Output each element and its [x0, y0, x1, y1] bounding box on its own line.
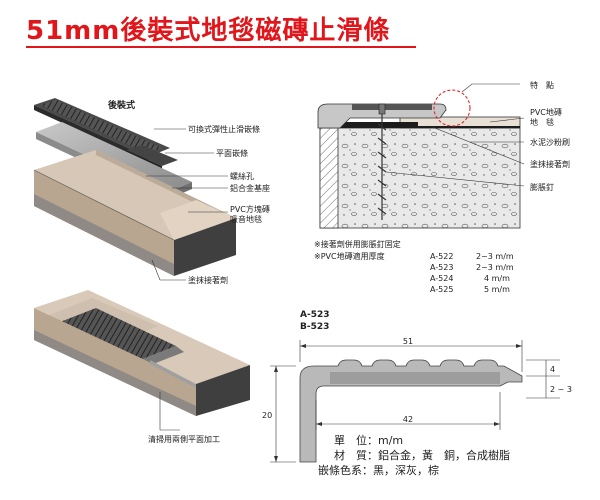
- dimension-arrows: [274, 344, 522, 462]
- thickness-value-1: 2~3 m/m: [476, 252, 514, 261]
- section-callouts: [385, 83, 525, 187]
- thickness-value-3: 4 m/m: [484, 274, 510, 283]
- note-thickness: ※PVC地磚適用厚度: [314, 251, 385, 261]
- thickness-table: A-522 2~3 m/m A-523 2~3 m/m A-524 4 m/m …: [430, 252, 514, 294]
- specs: 單 位：m/m 材 質：鋁合金，黃 銅，合成樹脂 嵌條色系：黑，深灰，棕: [318, 433, 510, 477]
- thickness-model-4: A-525: [430, 285, 453, 294]
- cross-section: 特 點 PVC地磚 地 毯 水泥沙粉刷 塗抹接著劑 膨脹釘 ※接著劑併用膨脹釘固…: [314, 80, 570, 294]
- model-a: A-523: [300, 310, 330, 320]
- label-tile-line2: 吸音地毯: [230, 214, 262, 224]
- exploded-view: 後裝式: [33, 98, 272, 285]
- label-pvc-tile: PVC地磚 地 毯: [530, 107, 564, 127]
- exploded-callouts: [146, 128, 228, 281]
- spec-unit: 單 位：m/m: [334, 433, 403, 447]
- label-base: 鋁合金基座: [230, 183, 270, 193]
- label-pvc-tile-line2: 地 毯: [530, 117, 554, 127]
- label-adhesive: 塗抹接著劑: [188, 275, 228, 285]
- floor-block: [33, 150, 236, 276]
- feature-highlight: [433, 89, 471, 127]
- dim-lip: 4: [550, 365, 555, 374]
- label-mortar: 水泥沙粉刷: [530, 137, 570, 147]
- dim-bottom: 42: [403, 415, 413, 424]
- label-section-adhesive: 塗抹接著劑: [530, 159, 570, 169]
- label-assembled: 清掃用兩側平面加工: [148, 434, 220, 444]
- dim-thickness: 2 ~ 3: [550, 385, 572, 394]
- thickness-model-2: A-523: [430, 263, 453, 272]
- model-b: B-523: [300, 322, 329, 332]
- label-anchor: 膨脹釘: [530, 182, 554, 192]
- insert-strip: [34, 98, 170, 162]
- label-tile-line1: PVC方塊磚: [230, 204, 270, 214]
- label-feature: 特 點: [530, 80, 554, 90]
- profile-shape: [299, 359, 523, 463]
- thickness-model-1: A-522: [430, 252, 453, 261]
- thickness-value-2: 2~3 m/m: [476, 263, 514, 272]
- label-cap: 平面嵌條: [216, 148, 248, 158]
- profile-drawing: A-523 B-523 51: [262, 310, 572, 463]
- label-tile: PVC方塊磚 吸音地毯: [230, 204, 272, 224]
- dim-top: 51: [403, 337, 413, 346]
- title-underline: [26, 46, 416, 48]
- note-adhesive-anchor: ※接著劑併用膨脹釘固定: [314, 239, 401, 249]
- spec-material: 材 質：鋁合金，黃 銅，合成樹脂: [334, 448, 510, 462]
- label-insert: 可換式彈性止滑嵌條: [188, 124, 260, 134]
- spec-colors: 嵌條色系：黑，深灰，棕: [318, 463, 439, 477]
- thickness-model-3: A-524: [430, 274, 453, 283]
- anchor-nail: [377, 114, 387, 220]
- label-screw-hole: 螺絲孔: [230, 171, 254, 181]
- assembled-view: 清掃用兩側平面加工: [34, 290, 250, 444]
- dim-height: 20: [262, 411, 272, 420]
- thickness-value-4: 5 m/m: [484, 285, 510, 294]
- exploded-heading: 後裝式: [108, 99, 135, 111]
- dimension-lines: [270, 340, 560, 463]
- page-title: 51mm後裝式地毯磁磚止滑條: [26, 16, 391, 46]
- label-pvc-tile-line1: PVC地磚: [530, 107, 562, 117]
